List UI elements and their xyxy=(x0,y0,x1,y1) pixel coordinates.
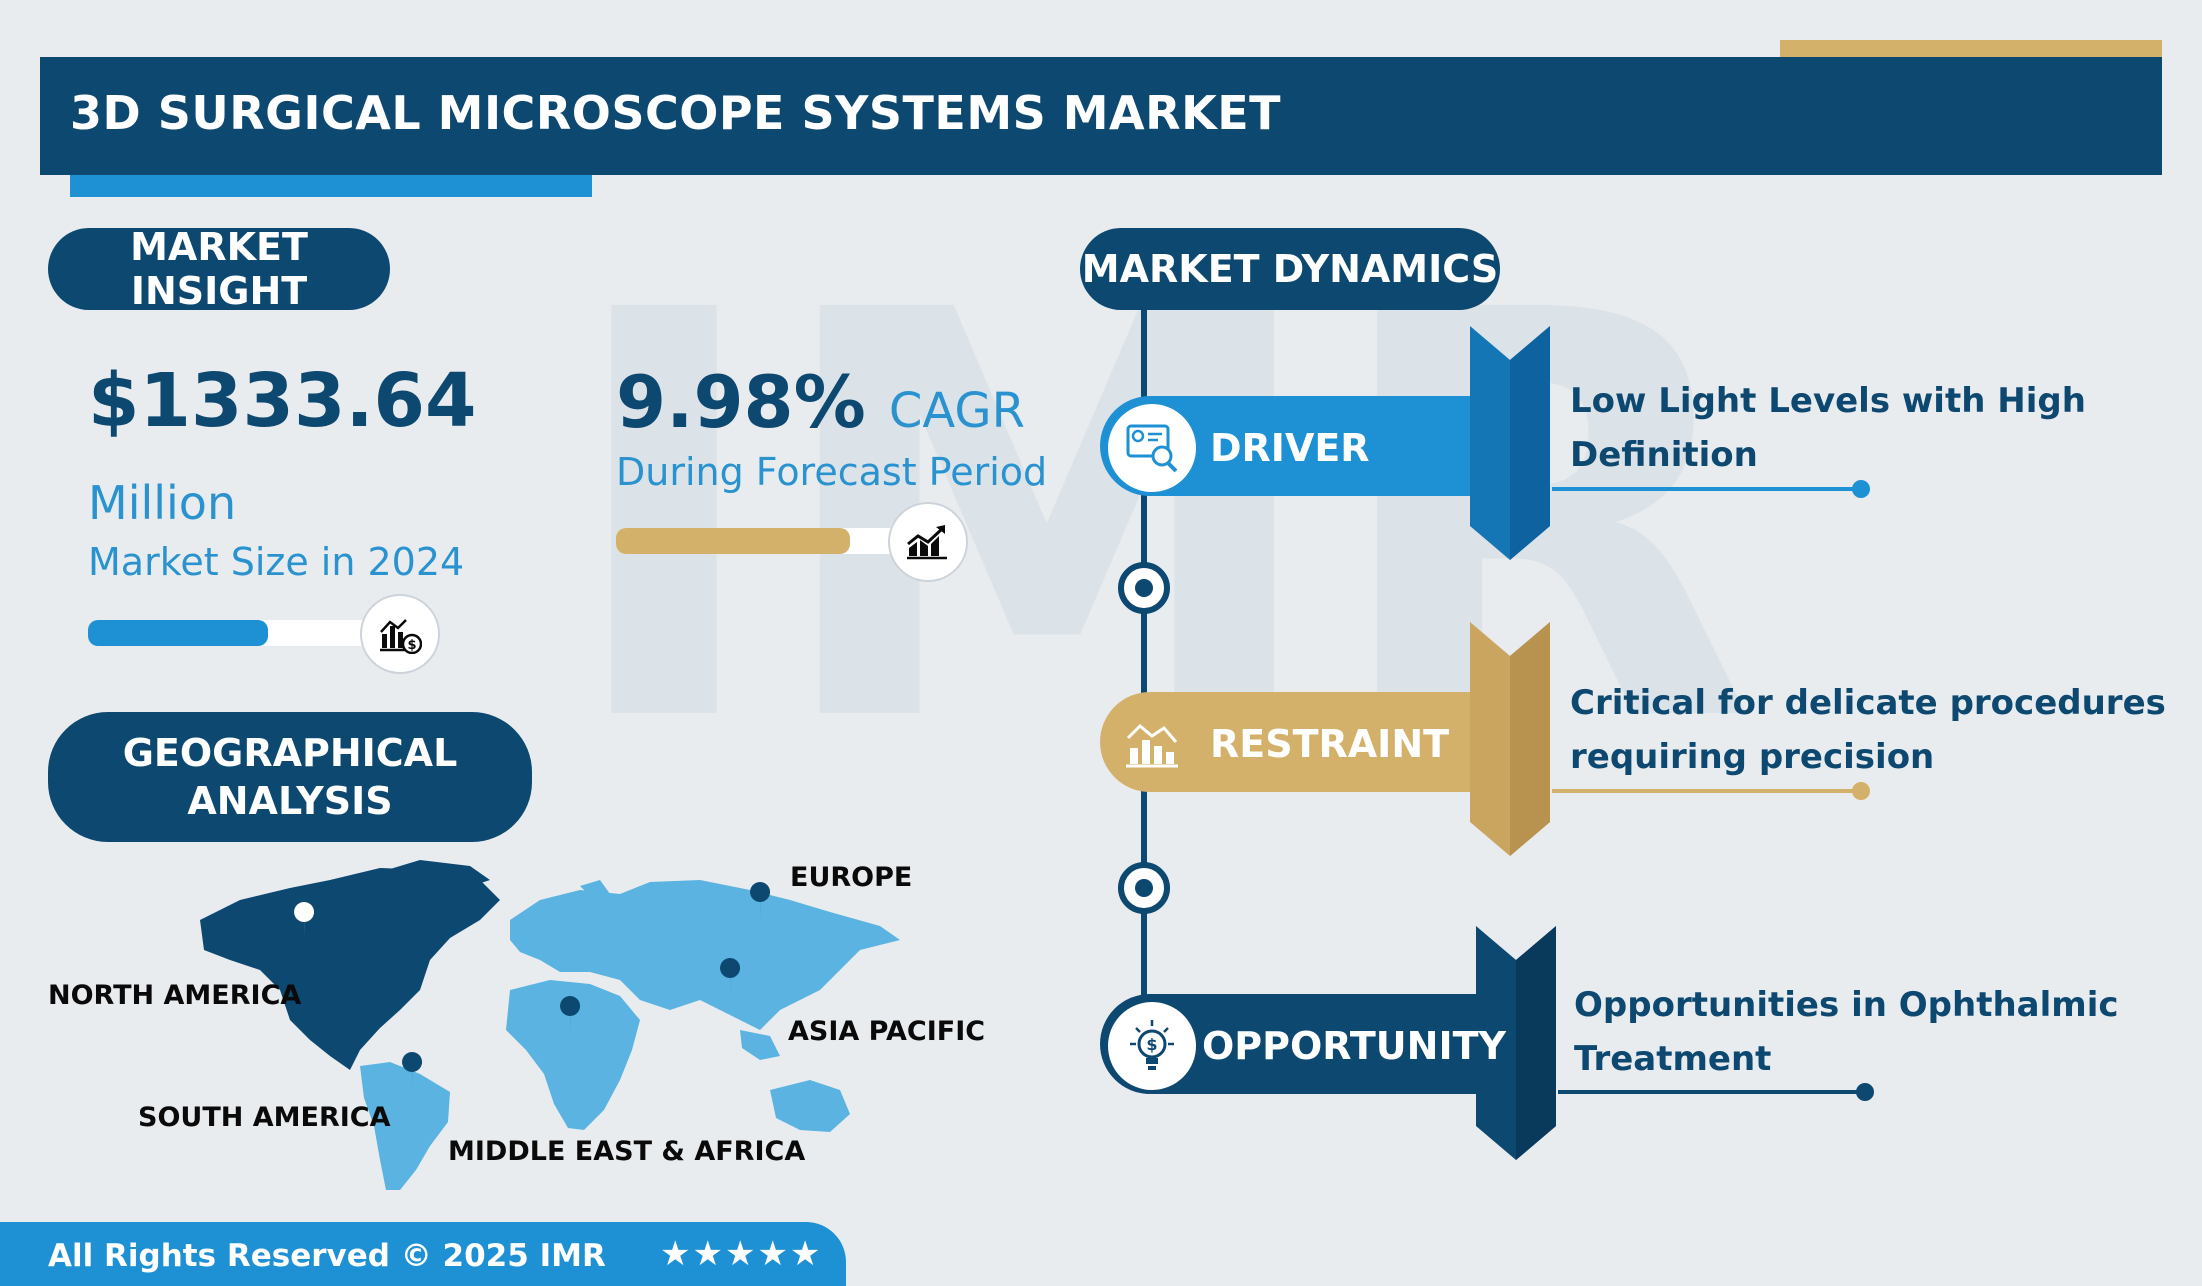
oceania-shape xyxy=(740,1030,850,1132)
driver-underline-dot xyxy=(1852,480,1870,498)
geo-heading-line1: GEOGRAPHICAL xyxy=(122,731,458,775)
region-label-south-america: SOUTH AMERICA xyxy=(138,1102,391,1133)
title-bar xyxy=(40,57,2162,175)
driver-label: DRIVER xyxy=(1210,426,1370,470)
footer-rating-stars: ★★★★★ xyxy=(660,1234,823,1274)
market-insight-heading: MARKET INSIGHT xyxy=(48,225,390,313)
cagr-bar-fill xyxy=(616,528,850,554)
market-size-caption: Market Size in 2024 xyxy=(88,540,465,584)
timeline-node xyxy=(1118,562,1170,614)
cagr-bar xyxy=(616,528,916,554)
page-title: 3D SURGICAL MICROSCOPE SYSTEMS MARKET xyxy=(70,86,1282,140)
market-dynamics-heading: MARKET DYNAMICS xyxy=(1080,228,1500,310)
analysis-icon xyxy=(1104,400,1200,496)
restraint-ribbon xyxy=(1470,622,1550,856)
market-size-unit: Million xyxy=(88,476,237,530)
cagr-label: CAGR xyxy=(888,383,1025,439)
driver-ribbon xyxy=(1470,326,1550,560)
restraint-text-line2: requiring precision xyxy=(1570,737,1935,777)
world-map xyxy=(200,860,900,1190)
market-insight-heading-text: MARKET INSIGHT xyxy=(130,225,308,313)
market-size-bar xyxy=(88,620,388,646)
opportunity-label: OPPORTUNITY xyxy=(1202,1024,1507,1068)
restraint-underline xyxy=(1552,789,1862,793)
driver-text-line2: Definition xyxy=(1570,435,1758,475)
chart-dollar-icon: $ xyxy=(360,594,440,674)
restraint-underline-dot xyxy=(1852,782,1870,800)
opportunity-underline xyxy=(1558,1090,1868,1094)
north-america-shape xyxy=(200,860,500,1070)
opportunity-underline-dot xyxy=(1856,1083,1874,1101)
timeline-line xyxy=(1141,310,1147,1040)
opportunity-text: Opportunities in Ophthalmic Treatment xyxy=(1574,978,2119,1086)
driver-text-line1: Low Light Levels with High xyxy=(1570,381,2086,421)
market-size-bar-fill xyxy=(88,620,268,646)
eurasia-shape xyxy=(510,880,900,1030)
opportunity-text-line1: Opportunities in Ophthalmic xyxy=(1574,985,2119,1025)
map-pin-icon xyxy=(720,958,741,996)
market-dynamics-heading-text: MARKET DYNAMICS xyxy=(1081,247,1499,291)
timeline-node xyxy=(1118,862,1170,914)
header-blue-accent xyxy=(70,175,592,197)
cagr-row: 9.98% CAGR xyxy=(616,360,1025,444)
map-pin-icon xyxy=(402,1052,423,1090)
region-label-north-america: NORTH AMERICA xyxy=(48,980,302,1011)
opportunity-ribbon xyxy=(1476,926,1556,1160)
svg-text:$: $ xyxy=(1146,1035,1157,1054)
geo-heading-line2: ANALYSIS xyxy=(187,779,393,823)
map-pin-icon xyxy=(560,996,581,1034)
footer-copyright: All Rights Reserved © 2025 IMR xyxy=(48,1238,606,1274)
south-america-shape xyxy=(360,1062,450,1190)
map-pin-icon xyxy=(294,902,315,940)
region-label-asia-pacific: ASIA PACIFIC xyxy=(788,1016,986,1047)
cagr-value: 9.98% xyxy=(616,360,866,444)
footer-bar xyxy=(0,1222,846,1286)
driver-text: Low Light Levels with High Definition xyxy=(1570,374,2086,482)
growth-chart-icon xyxy=(888,502,968,582)
svg-text:$: $ xyxy=(407,638,416,653)
driver-underline xyxy=(1552,487,1862,491)
cagr-caption: During Forecast Period xyxy=(616,450,1048,494)
market-size-value: $1333.64 xyxy=(88,358,477,444)
restraint-label: RESTRAINT xyxy=(1210,722,1450,766)
restraint-chart-icon xyxy=(1104,696,1200,792)
restraint-text-line1: Critical for delicate procedures xyxy=(1570,683,2166,723)
lightbulb-dollar-icon: $ xyxy=(1104,998,1200,1094)
header-gold-accent xyxy=(1780,40,2162,58)
opportunity-text-line2: Treatment xyxy=(1574,1039,1772,1079)
region-label-mea: MIDDLE EAST & AFRICA xyxy=(448,1136,806,1167)
map-pin-icon xyxy=(750,882,771,920)
geographical-analysis-heading: GEOGRAPHICAL ANALYSIS xyxy=(48,712,532,842)
restraint-text: Critical for delicate procedures requiri… xyxy=(1570,676,2166,784)
region-label-europe: EUROPE xyxy=(790,862,913,893)
africa-shape xyxy=(506,980,640,1130)
